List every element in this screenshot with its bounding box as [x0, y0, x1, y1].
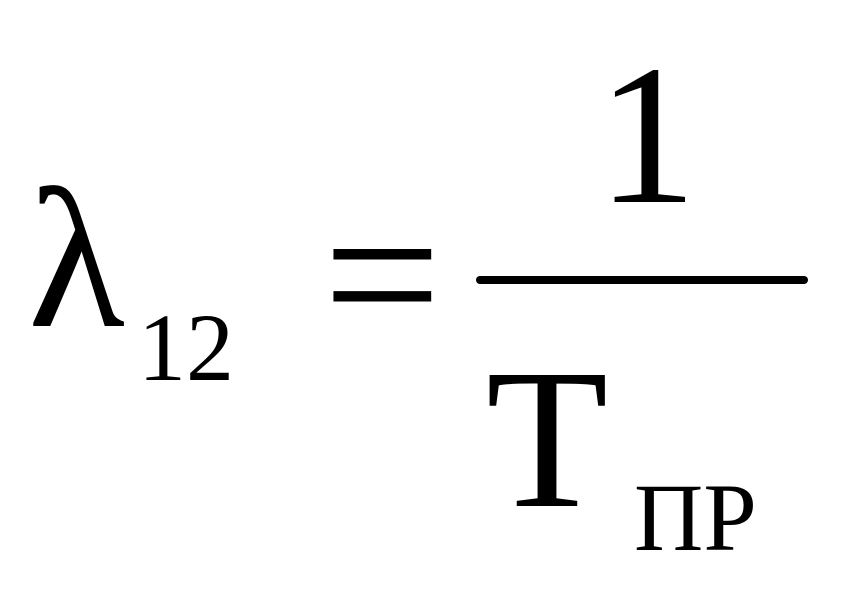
- lambda-subscript: 12: [138, 294, 234, 401]
- fraction-denominator: T: [486, 329, 609, 550]
- denominator-subscript: ПР: [634, 464, 757, 571]
- lambda-symbol: λ: [28, 149, 125, 370]
- fraction-bar: [476, 276, 808, 284]
- equals-sign: =: [323, 159, 442, 391]
- fraction-numerator: 1: [597, 25, 697, 246]
